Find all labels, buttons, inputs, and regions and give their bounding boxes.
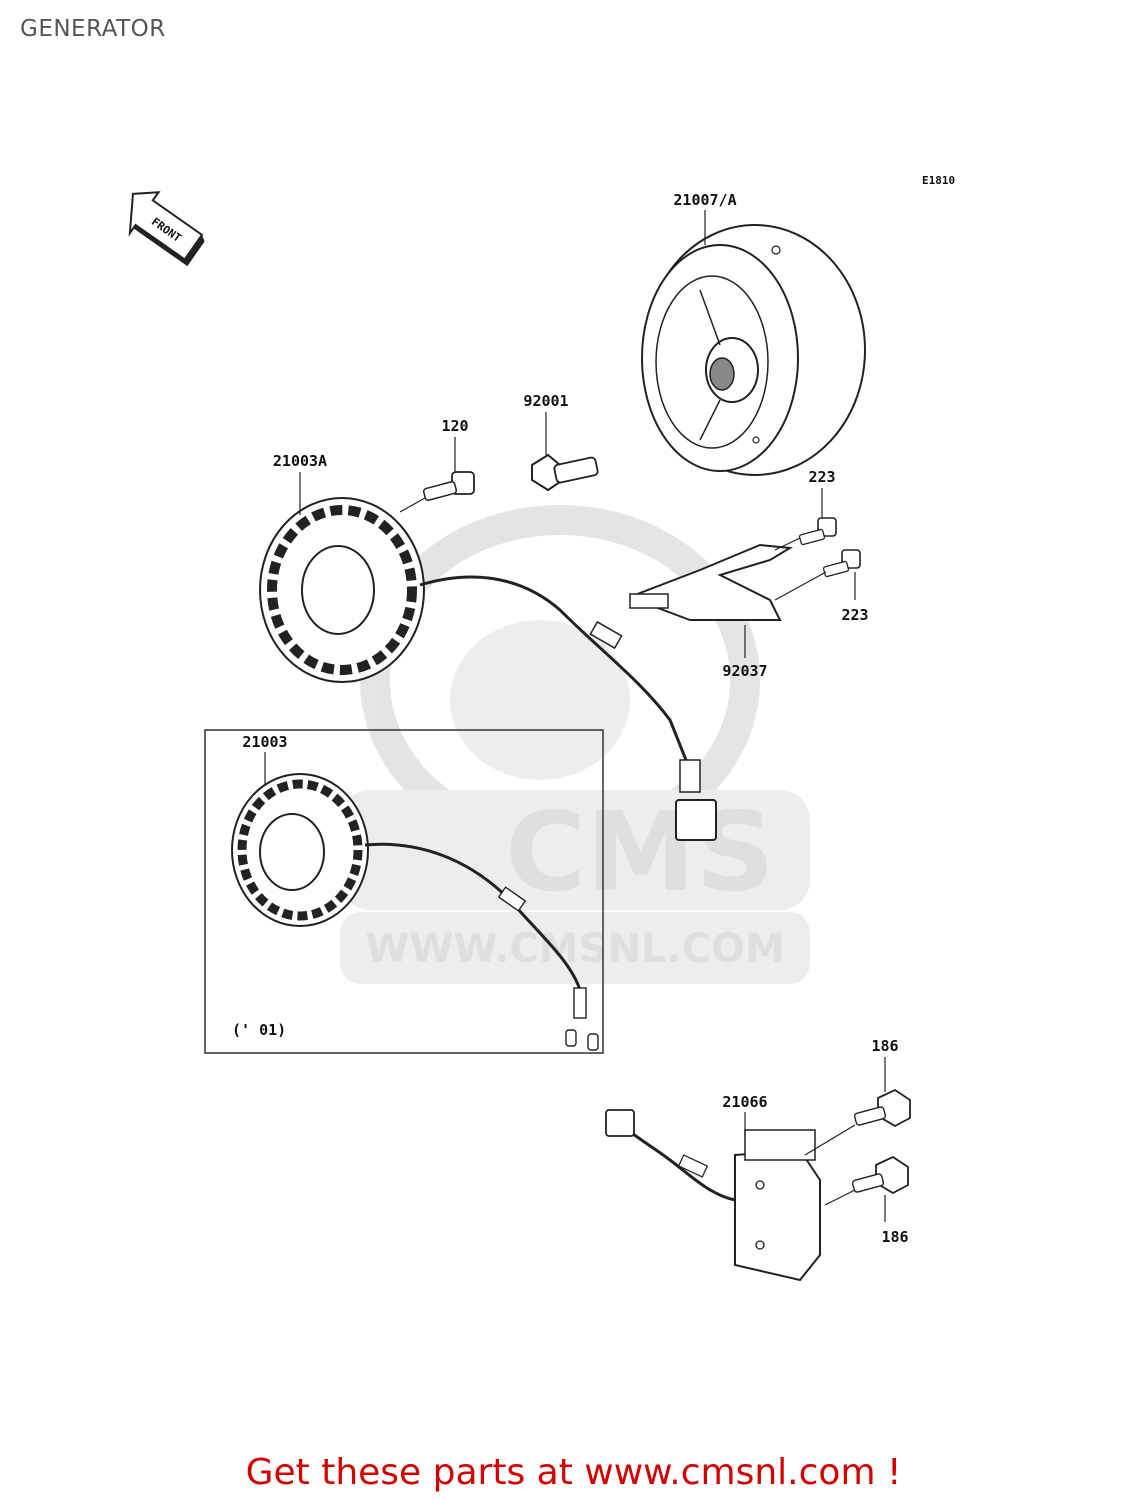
part-label-21066: 21066 (722, 1093, 767, 1111)
page-title: GENERATOR (20, 16, 166, 42)
screw-223-top (798, 517, 837, 546)
cms-watermark: CMS WWW.CMSNL.COM (340, 505, 810, 984)
part-label-21003a: 21003A (273, 452, 327, 470)
bracket-92037 (629, 543, 794, 621)
front-arrow-icon: FRONT (128, 191, 205, 267)
part-label-186-bottom: 186 (881, 1228, 908, 1246)
part-label-21007-a: 21007/A (673, 191, 736, 209)
part-label-186-top: 186 (871, 1037, 898, 1055)
bolt-186-top (853, 1088, 911, 1128)
screw-223-bottom (822, 549, 861, 578)
part-label-223-bottom: 223 (841, 606, 868, 624)
watermark-logo: CMS (505, 788, 774, 916)
part-label-92037: 92037 (722, 662, 767, 680)
screw-120 (422, 471, 475, 502)
part-label-92001: 92001 (523, 392, 568, 410)
bolt-92001 (531, 453, 599, 492)
diagram-code: E1810 (922, 174, 955, 187)
rotor-flywheel (641, 224, 866, 476)
inset-note: (' 01) (232, 1021, 286, 1039)
part-label-21003: 21003 (242, 733, 287, 751)
stator-21003 (231, 773, 599, 1051)
watermark-url: WWW.CMSNL.COM (365, 926, 785, 972)
part-label-120: 120 (441, 417, 468, 435)
bolt-186-bottom (851, 1155, 909, 1195)
stator-21003a (259, 497, 717, 841)
part-label-223-top: 223 (808, 468, 835, 486)
regulator-rectifier-21066 (605, 1109, 821, 1282)
get-parts-link[interactable]: Get these parts at www.cmsnl.com ! (245, 1452, 902, 1493)
generator-parts-diagram: CMS WWW.CMSNL.COM E1810 FRONT 21007/A 92… (128, 174, 955, 1282)
inset-box (204, 729, 604, 1054)
